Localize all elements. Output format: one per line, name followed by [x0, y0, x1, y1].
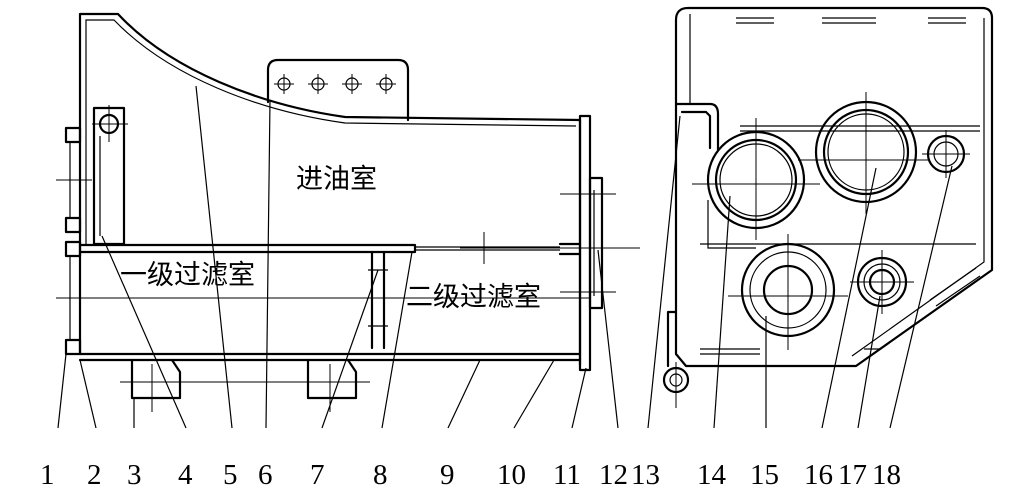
part-label-11: 11	[553, 459, 581, 491]
top-flange-plate	[266, 58, 410, 122]
housing-inner-outline	[85, 19, 577, 245]
port-16	[798, 92, 930, 214]
bottom-wall	[78, 243, 582, 362]
part-label-2: 2	[87, 459, 102, 491]
part-label-14: 14	[697, 459, 727, 491]
part-label-7: 7	[310, 459, 325, 491]
part-label-5: 5	[223, 459, 238, 491]
part-label-6: 6	[258, 459, 273, 491]
inner-bracket	[92, 105, 128, 246]
port-18	[922, 130, 970, 178]
port-14	[692, 118, 820, 249]
part-label-13: 13	[631, 459, 660, 491]
housing-outline	[78, 12, 582, 367]
part-label-4: 4	[178, 459, 193, 491]
leader-lines	[57, 85, 953, 429]
end-view-outline	[674, 6, 994, 368]
label-secondary-filter-chamber: 二级过滤室	[406, 282, 541, 313]
part-number-labels: 1 2 3 4 5 6 7 8 9 10 11 12 13 14 15 16 1…	[40, 459, 901, 491]
surface-lines	[700, 17, 981, 355]
side-section-view	[56, 12, 640, 412]
port-17	[850, 250, 914, 314]
part-label-12: 12	[599, 459, 628, 491]
part-label-15: 15	[750, 459, 779, 491]
port-15	[728, 234, 848, 350]
part-label-1: 1	[40, 459, 55, 491]
flange-bolt-holes	[274, 74, 396, 94]
part-label-10: 10	[497, 459, 526, 491]
support-feet	[120, 358, 370, 412]
part-label-9: 9	[440, 459, 455, 491]
end-view	[662, 6, 994, 408]
label-oil-inlet-chamber: 进油室	[296, 164, 377, 195]
part-label-8: 8	[373, 459, 388, 491]
label-primary-filter-chamber: 一级过滤室	[120, 260, 255, 291]
divider-plate	[368, 250, 388, 350]
part-label-17: 17	[838, 459, 867, 491]
lifting-hook	[674, 102, 720, 152]
part-label-3: 3	[127, 459, 142, 491]
middle-partition	[78, 243, 417, 254]
outlet-flange	[560, 114, 616, 372]
bottom-pivot	[662, 310, 690, 408]
part-label-16: 16	[804, 459, 833, 491]
part-label-18: 18	[872, 459, 901, 491]
